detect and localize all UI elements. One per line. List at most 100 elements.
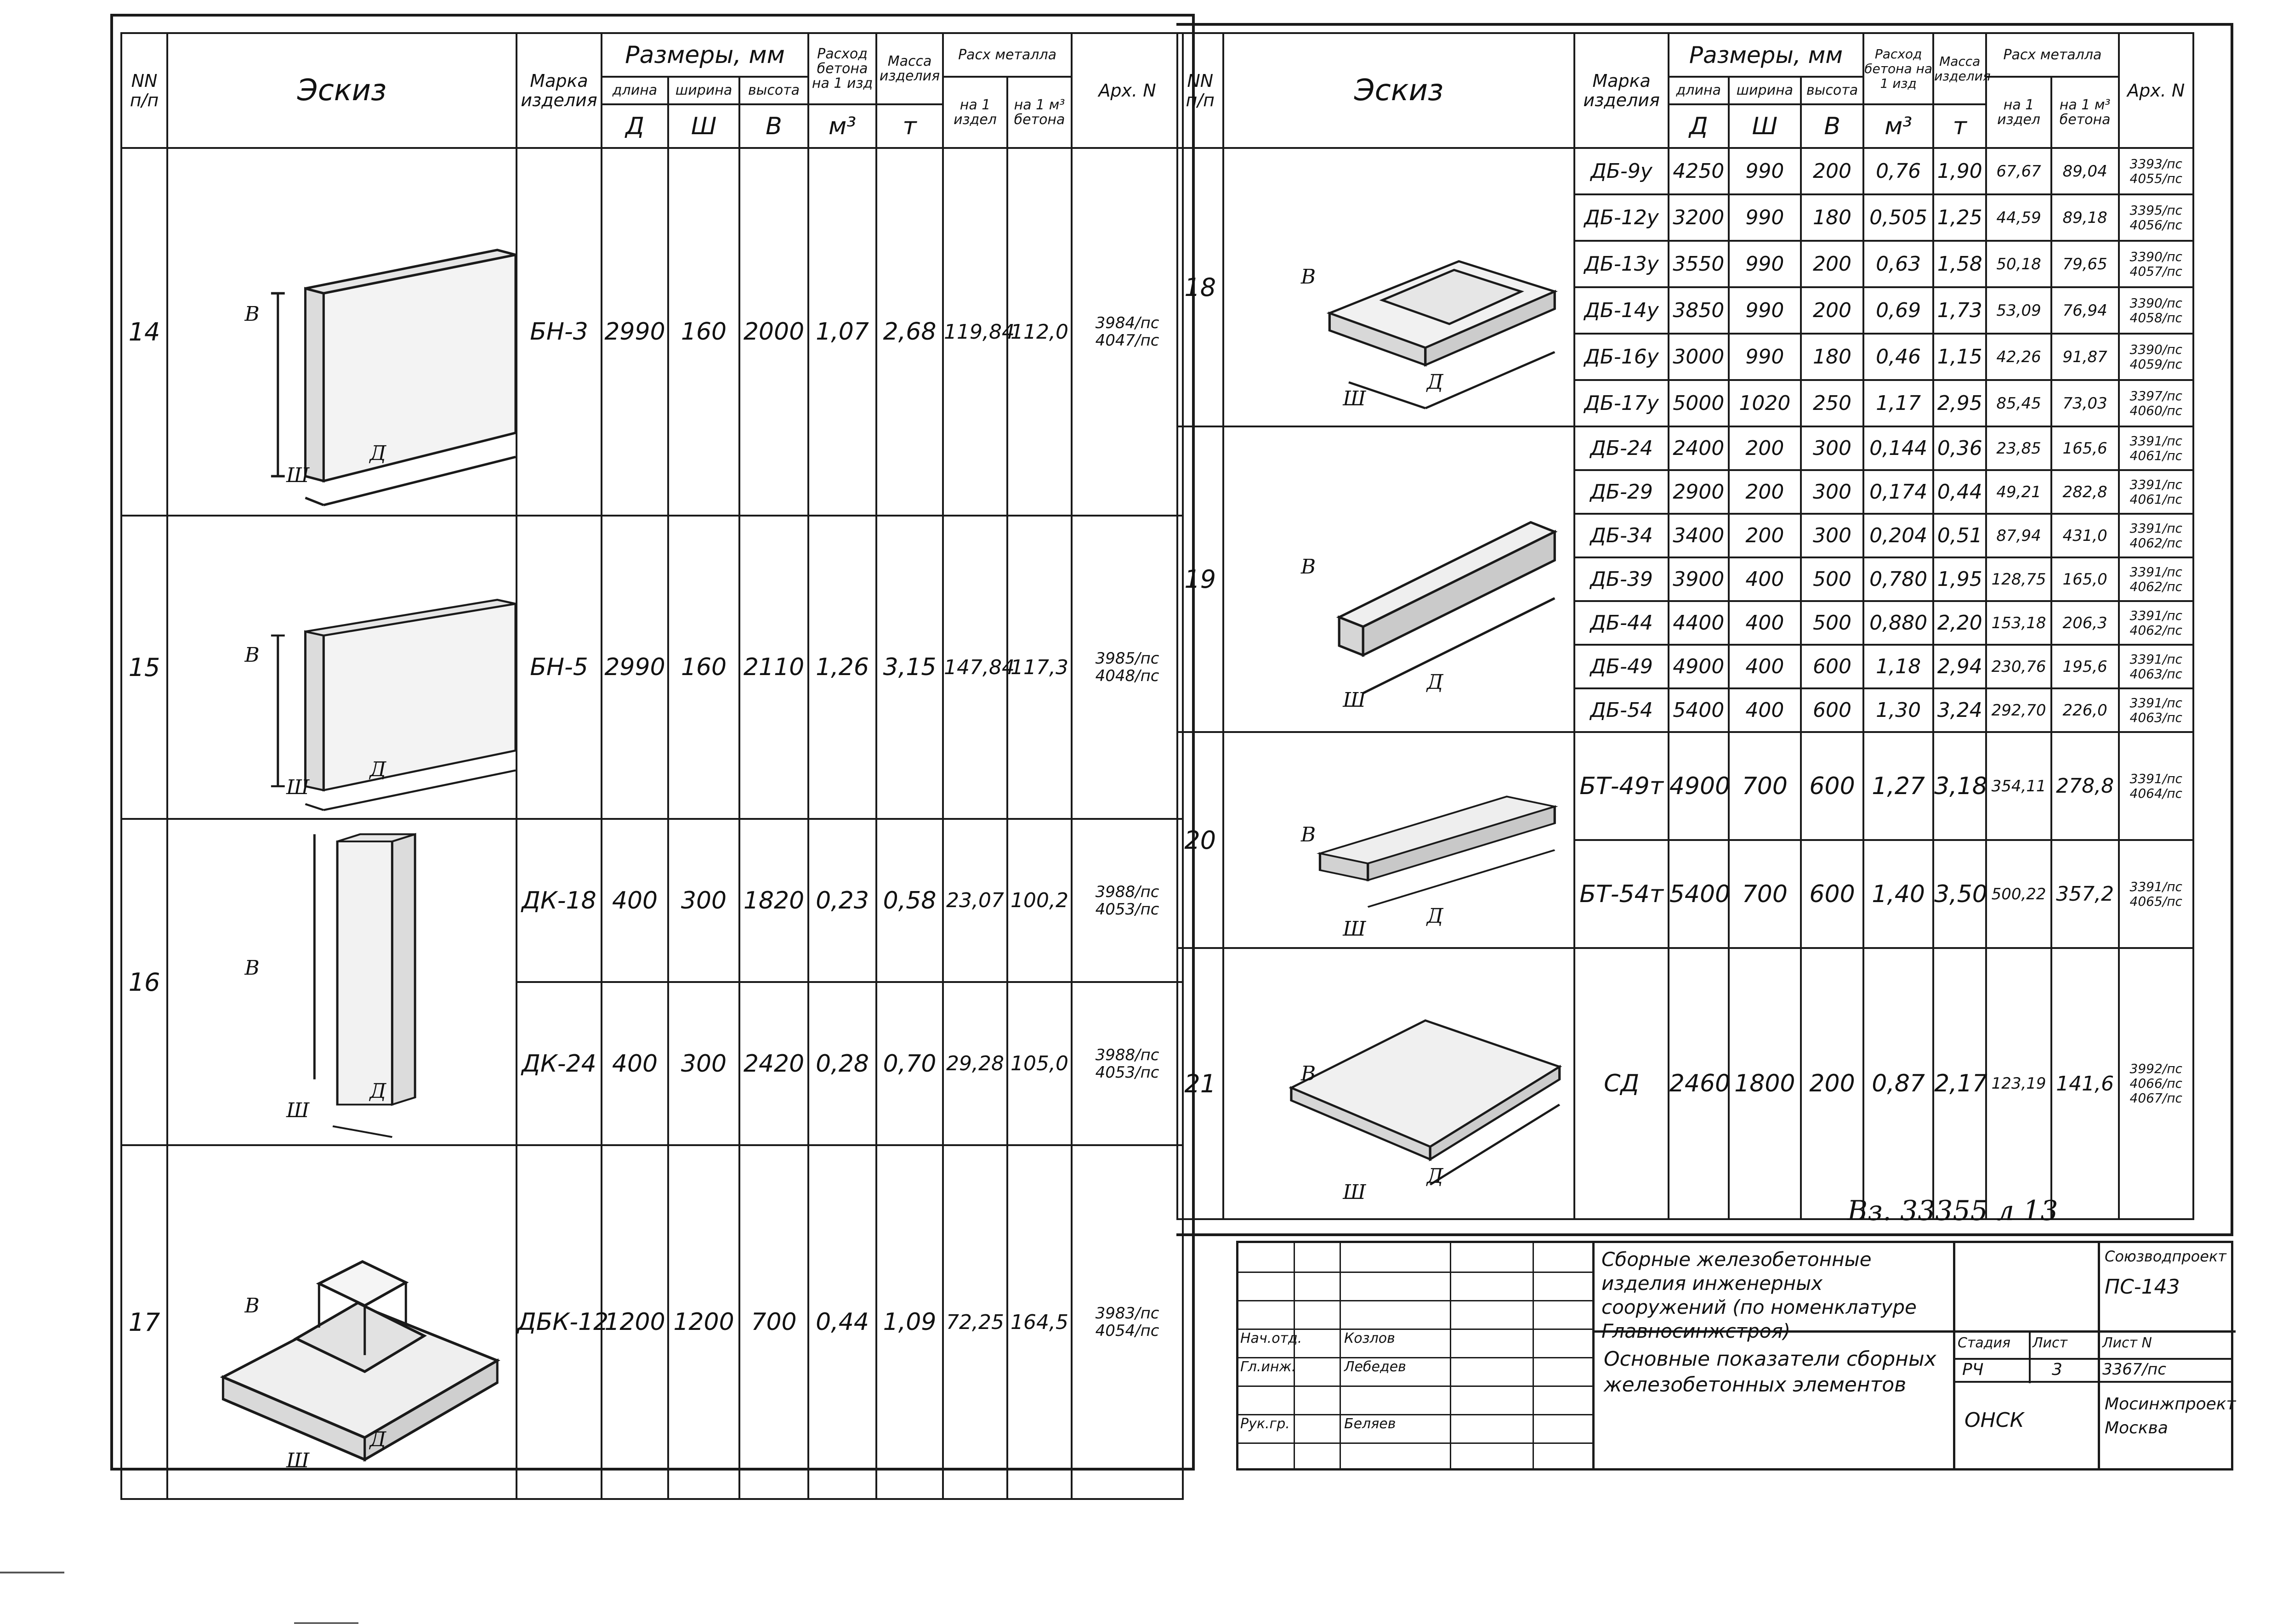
item-metal-per-m3: 76,94 (2050, 286, 2120, 335)
item-mass: 2,17 (1932, 947, 1987, 1220)
item-concrete: 0,505 (1862, 193, 1935, 242)
dim-label-length: Д (369, 1079, 386, 1103)
r-hdr-mark: Марка изделия (1573, 32, 1669, 149)
item-width: 160 (667, 515, 740, 820)
item-concrete: 1,26 (807, 515, 878, 820)
item-mark: БТ-54т (1573, 839, 1669, 949)
item-height: 250 (1800, 379, 1865, 427)
item-concrete: 0,23 (807, 818, 878, 983)
item-concrete: 1,18 (1862, 644, 1935, 689)
item-mass: 3,50 (1932, 839, 1987, 949)
item-length: 2990 (601, 147, 669, 517)
dim-label-length: Д (1426, 370, 1443, 394)
hdr-sizes: Размеры, мм (600, 32, 810, 78)
item-width: 400 (1727, 687, 1802, 733)
item-mark: ДБ-14у (1573, 286, 1669, 335)
item-metal-per-item: 119,84 (942, 147, 1015, 517)
dim-label-height: В (1300, 823, 1316, 846)
item-height: 200 (1800, 947, 1865, 1220)
item-width: 300 (667, 981, 740, 1146)
item-mass: 3,24 (1932, 687, 1987, 733)
sheet-no-value: 3367/пс (2102, 1360, 2166, 1379)
item-mark: ДБ-49 (1573, 644, 1669, 689)
item-mass: 0,70 (875, 981, 944, 1146)
hdr-mark: Марка изделия (516, 32, 602, 149)
item-height: 500 (1800, 556, 1865, 602)
r-hdr-nn: NN п/п (1176, 32, 1224, 149)
dim-label-height: В (244, 1294, 260, 1317)
item-mark: ДБ-39 (1573, 556, 1669, 602)
item-metal-per-m3: 73,03 (2050, 379, 2120, 427)
dim-label-width: Ш (1343, 1180, 1366, 1204)
title-block: Нач.отд. Козлов Гл.инж. Лебедев Рук.гр. … (1236, 1241, 2236, 1471)
item-archive-number: 3391/пс 4061/пс (2118, 469, 2194, 515)
item-metal-per-item: 72,25 (942, 1144, 1009, 1500)
item-mass: 2,94 (1932, 644, 1987, 689)
item-mark: ДБ-16у (1573, 333, 1669, 381)
item-metal-per-m3: 117,3 (1006, 515, 1073, 820)
item-metal-per-item: 23,85 (1985, 426, 2052, 471)
r-hdr-mass-unit: т (1932, 103, 1987, 149)
dim-label-length: Д (369, 1427, 386, 1451)
row-number: 15 (120, 515, 168, 820)
item-width: 990 (1727, 333, 1802, 381)
item-mass: 1,90 (1932, 147, 1987, 195)
sheet-title: Основные показатели сборных железобетонн… (1604, 1347, 1936, 1397)
item-length: 4400 (1667, 600, 1730, 646)
item-height: 600 (1800, 839, 1865, 949)
item-concrete: 1,30 (1862, 687, 1935, 733)
hdr-metal-m3: на 1 м³ бетона (1006, 76, 1073, 149)
item-metal-per-m3: 282,8 (2050, 469, 2120, 515)
stage-value: РЧ (1962, 1360, 1984, 1379)
item-height: 300 (1800, 469, 1865, 515)
item-metal-per-m3: 79,65 (2050, 240, 2120, 288)
r-hdr-arch: Арх. N (2118, 32, 2194, 149)
item-length: 4900 (1667, 644, 1730, 689)
dim-label-height: В (244, 643, 260, 667)
item-mark: ДБ-9у (1573, 147, 1669, 195)
item-height: 500 (1800, 600, 1865, 646)
scan-mark-left (0, 1572, 64, 1573)
item-mark: БТ-49т (1573, 731, 1669, 841)
r-hdr-sizes: Размеры, мм (1667, 32, 1865, 78)
item-metal-per-item: 354,11 (1985, 731, 2052, 841)
dim-label-length: Д (369, 441, 386, 465)
item-mass: 1,95 (1932, 556, 1987, 602)
item-metal-per-m3: 91,87 (2050, 333, 2120, 381)
item-mass: 0,44 (1932, 469, 1987, 515)
item-concrete: 0,144 (1862, 426, 1935, 471)
item-length: 3850 (1667, 286, 1730, 335)
item-metal-per-m3: 141,6 (2050, 947, 2120, 1220)
item-mark: ДБ-44 (1573, 600, 1669, 646)
item-metal-per-m3: 278,8 (2050, 731, 2120, 841)
item-concrete: 0,76 (1862, 147, 1935, 195)
item-metal-per-item: 87,94 (1985, 513, 2052, 558)
item-mass: 3,15 (875, 515, 944, 820)
r-hdr-metal-m3: на 1 м³ бетона (2050, 76, 2120, 149)
item-mass: 1,15 (1932, 333, 1987, 381)
item-width: 990 (1727, 240, 1802, 288)
hdr-sketch: Эскиз (166, 32, 517, 149)
item-mark: ДБ-12у (1573, 193, 1669, 242)
hdr-metal-item: на 1 издел (942, 76, 1009, 149)
item-metal-per-m3: 165,6 (2050, 426, 2120, 471)
item-length: 2460 (1667, 947, 1730, 1220)
dim-label-length: Д (1426, 904, 1443, 928)
place: Мосинжпроект Москва (2105, 1395, 2236, 1437)
r-hdr-width-word: ширина (1727, 76, 1802, 105)
sig2-role: Гл.инж. (1240, 1359, 1296, 1375)
item-length: 1200 (601, 1144, 669, 1500)
item-mass: 1,73 (1932, 286, 1987, 335)
